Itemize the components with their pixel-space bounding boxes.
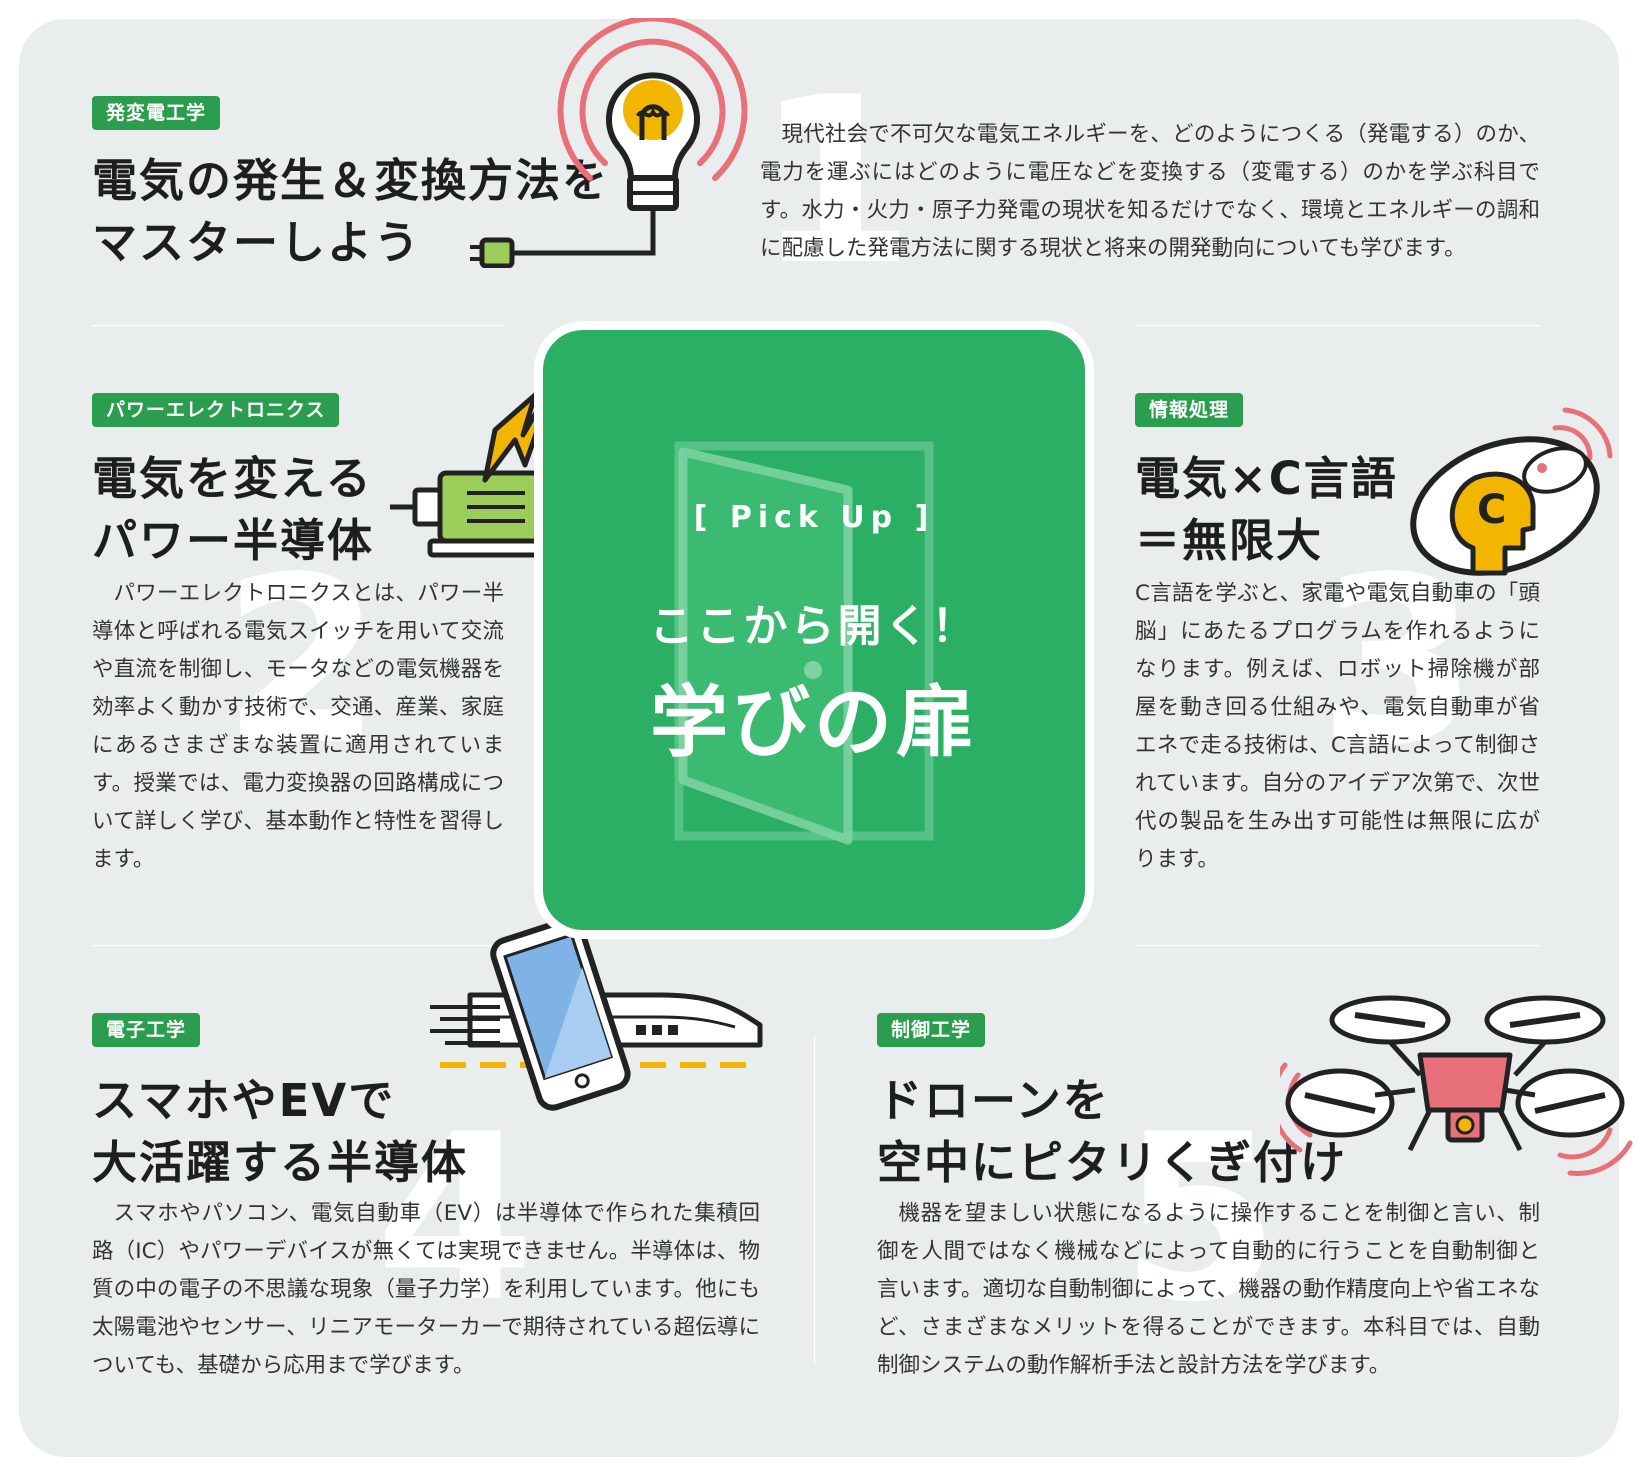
- section-body: パワーエレクトロニクスとは、パワー半導体と呼ばれる電気スイッチを用いて交流や直流…: [92, 581, 504, 872]
- svg-text:C: C: [1477, 487, 1506, 533]
- title-line: マスターしよう: [92, 216, 422, 269]
- title-line: 電気の発生＆変換方法を: [92, 154, 610, 207]
- section-number-3: 3: [1318, 529, 1479, 796]
- divider-center-vertical: [814, 1035, 815, 1365]
- robot-vacuum-icon: C: [1410, 407, 1613, 576]
- drone-icon: [1280, 995, 1633, 1176]
- title-line: ＝無限大: [1135, 514, 1324, 567]
- section-tag: パワーエレクトロニクス: [92, 393, 340, 427]
- section-body: 現代社会で不可欠な電気エネルギーを、どのようにつくる（発電する）のか、電力を運ぶ…: [760, 122, 1540, 261]
- door-icon: [674, 441, 934, 845]
- divider-left-top: [92, 325, 504, 326]
- pickup-label: [ Pick Up ]: [693, 500, 935, 535]
- section-title: スマホやEVで 大活躍する半導体: [92, 1070, 468, 1194]
- section-number-4: 4: [375, 1086, 536, 1353]
- title-line: 空中にピタリくぎ付け: [877, 1136, 1348, 1189]
- lightbulb-icon: [470, 18, 748, 268]
- section-body: 機器を望ましい状態になるように操作することを制御と言い、制御を人間ではなく機械な…: [877, 1201, 1540, 1378]
- divider-left-bottom: [92, 945, 504, 946]
- section-title: 電気の発生＆変換方法を マスターしよう: [92, 150, 609, 274]
- smartphone-train-icon: [430, 917, 763, 1111]
- section-title: 電気を変える パワー半導体: [92, 448, 374, 572]
- section-title: ドローンを 空中にピタリくぎ付け: [877, 1070, 1347, 1194]
- title-line: ドローンを: [877, 1074, 1110, 1127]
- section-title: 電気×C言語 ＝無限大: [1135, 448, 1398, 572]
- divider-right-top: [1135, 325, 1540, 326]
- section-tag: 制御工学: [877, 1013, 986, 1047]
- pickup-title: 学びの扉: [649, 678, 978, 768]
- title-line: 電気を変える: [92, 452, 373, 505]
- title-line: スマホやEVで: [92, 1074, 396, 1127]
- section-tag: 電子工学: [92, 1013, 201, 1047]
- section-number-1: 1: [755, 49, 916, 316]
- divider-right-bottom: [1135, 945, 1540, 946]
- title-line: パワー半導体: [92, 514, 375, 567]
- section-body: C言語を学ぶと、家電や電気自動車の「頭脳」にあたるプログラムを作れるようになりま…: [1135, 581, 1540, 872]
- section-number-5: 5: [1120, 1086, 1281, 1353]
- title-line: 電気×C言語: [1135, 452, 1398, 505]
- section-body: スマホやパソコン、電気自動車（EV）は半導体で作られた集積回路（IC）やパワーデ…: [92, 1201, 760, 1378]
- pickup-card: [ Pick Up ] ここから開く！ 学びの扉: [543, 330, 1085, 930]
- title-line: 大活躍する半導体: [92, 1136, 469, 1189]
- section-tag: 発変電工学: [92, 96, 221, 130]
- section-number-2: 2: [222, 529, 383, 796]
- pickup-subtitle: ここから開く！: [649, 601, 979, 652]
- section-tag: 情報処理: [1135, 393, 1244, 427]
